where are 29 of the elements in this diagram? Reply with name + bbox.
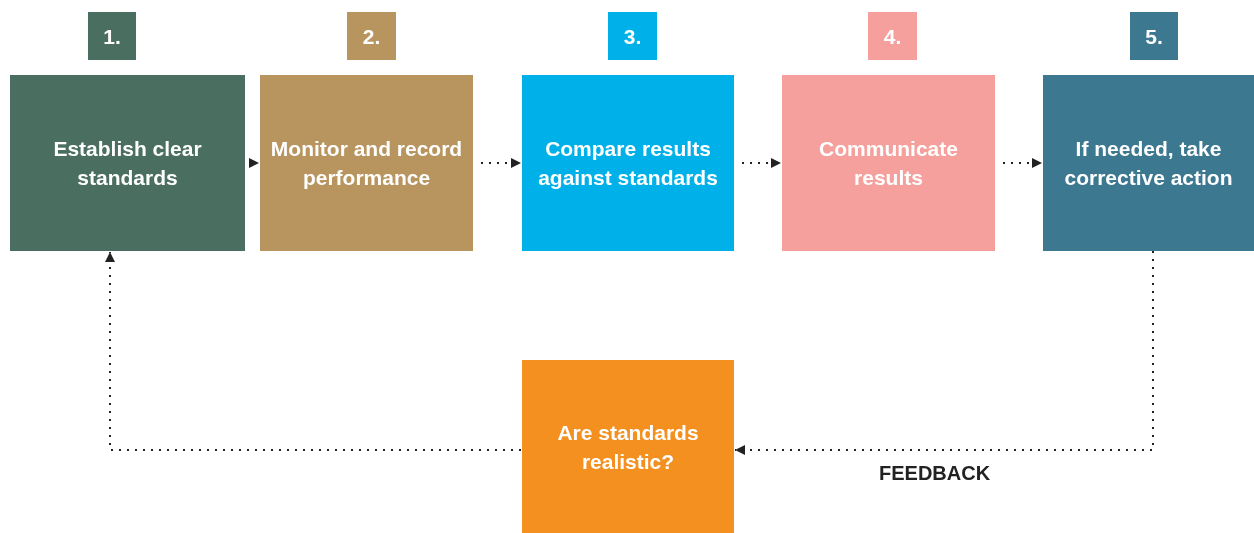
process-box bbox=[522, 360, 734, 533]
dotted-arrow bbox=[249, 158, 260, 168]
dotted-arrow bbox=[480, 158, 522, 168]
step-text: Communicate results bbox=[818, 136, 959, 191]
step-text: 3. bbox=[623, 23, 642, 50]
step-text: If needed, take corrective action bbox=[1063, 136, 1234, 191]
dotted-arrow bbox=[105, 251, 522, 451]
process-box bbox=[522, 75, 734, 251]
edge-label: FEEDBACK bbox=[879, 462, 991, 485]
process-box bbox=[260, 75, 473, 251]
process-box bbox=[10, 75, 245, 251]
step-number-box bbox=[868, 12, 917, 60]
step-text: Monitor and record performance bbox=[269, 136, 464, 191]
process-box bbox=[782, 75, 995, 251]
step-number-box bbox=[1130, 12, 1178, 60]
step-text: Establish clear standards bbox=[52, 136, 203, 191]
dotted-arrow bbox=[734, 250, 1154, 455]
step-text: Compare results against standards bbox=[537, 136, 719, 191]
step-number-box bbox=[347, 12, 396, 60]
process-box bbox=[1043, 75, 1254, 251]
step-text: 2. bbox=[362, 23, 381, 50]
step-text: Are standards realistic? bbox=[556, 419, 700, 475]
step-text: 4. bbox=[883, 23, 902, 50]
step-text: 5. bbox=[1145, 23, 1163, 50]
dotted-arrow bbox=[1002, 158, 1043, 168]
step-number-box bbox=[88, 12, 136, 60]
dotted-arrow bbox=[741, 158, 782, 168]
step-number-box bbox=[608, 12, 657, 60]
step-text: 1. bbox=[103, 23, 121, 50]
